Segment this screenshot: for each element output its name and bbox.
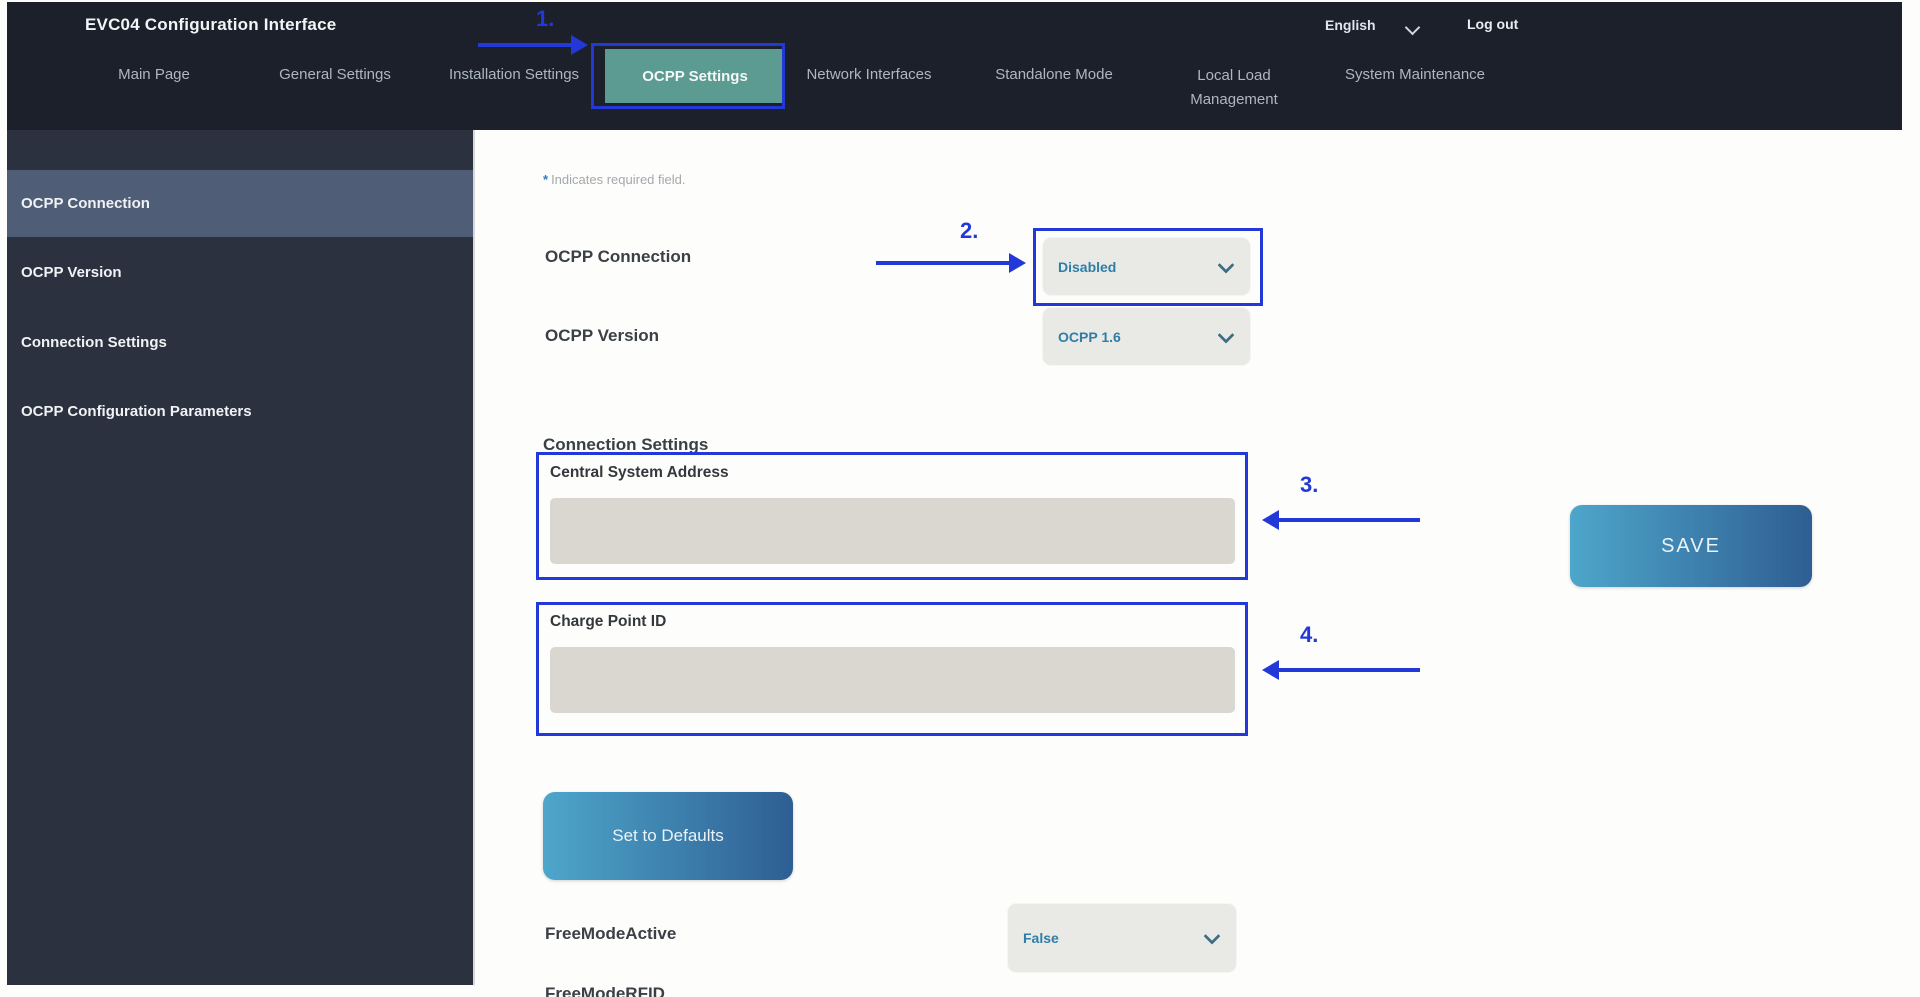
chevron-down-icon[interactable] — [1404, 19, 1421, 38]
required-note-text: Indicates required field. — [551, 172, 686, 187]
page-title: EVC04 Configuration Interface — [85, 15, 337, 34]
sidebar-item-connection-settings[interactable]: Connection Settings — [7, 309, 473, 376]
charge-point-id-input[interactable] — [550, 647, 1235, 713]
ocpp-version-select[interactable]: OCPP 1.6 — [1043, 308, 1250, 365]
chevron-down-icon — [1217, 326, 1235, 344]
tab-installation-settings[interactable]: Installation Settings — [448, 66, 580, 83]
sidebar-item-label: OCPP Connection — [21, 195, 150, 212]
required-field-note: *Indicates required field. — [543, 172, 685, 187]
tab-system-maintenance[interactable]: System Maintenance — [1344, 66, 1486, 83]
sidebar-item-ocpp-version[interactable]: OCPP Version — [7, 239, 473, 306]
tab-general-settings[interactable]: General Settings — [279, 66, 391, 83]
language-selector-label: English — [1325, 17, 1376, 33]
annotation-number-2: 2. — [960, 218, 979, 243]
free-mode-active-selected-value: False — [1023, 930, 1059, 946]
free-mode-active-select[interactable]: False — [1008, 904, 1236, 972]
top-header-bar: EVC04 Configuration Interface English Lo… — [7, 2, 1902, 130]
ocpp-version-label: OCPP Version — [545, 326, 660, 345]
ocpp-version-selected-value: OCPP 1.6 — [1058, 328, 1121, 345]
tab-ocpp-settings-label: OCPP Settings — [642, 67, 748, 85]
sidebar-item-ocpp-connection[interactable]: OCPP Connection — [7, 170, 473, 237]
sidebar-nav: OCPP Connection OCPP Version Connection … — [7, 130, 475, 985]
ocpp-connection-selected-value: Disabled — [1058, 258, 1117, 275]
tab-standalone-mode[interactable]: Standalone Mode — [995, 66, 1113, 83]
charge-point-id-label: Charge Point ID — [550, 613, 667, 630]
tab-local-load-management[interactable]: Local Load Management — [1190, 67, 1278, 108]
annotation-arrow-3 — [1262, 510, 1420, 530]
sidebar-item-label: OCPP Configuration Parameters — [21, 403, 252, 420]
language-selector[interactable]: English — [1325, 17, 1376, 33]
central-system-address-input[interactable] — [550, 498, 1235, 564]
required-asterisk: * — [543, 172, 549, 187]
annotation-number-3: 3. — [1300, 472, 1319, 497]
ocpp-connection-select[interactable]: Disabled — [1043, 238, 1250, 295]
ocpp-connection-label: OCPP Connection — [545, 247, 692, 266]
annotation-arrow-2 — [876, 253, 1026, 273]
annotation-number-4: 4. — [1300, 622, 1319, 647]
save-button[interactable]: SAVE — [1570, 505, 1812, 587]
sidebar-item-label: OCPP Version — [21, 264, 122, 281]
chevron-down-icon — [1203, 927, 1221, 945]
chevron-down-icon — [1217, 256, 1235, 274]
central-system-address-label: Central System Address — [550, 464, 729, 481]
sidebar-item-label: Connection Settings — [21, 334, 167, 351]
tab-ocpp-settings[interactable]: OCPP Settings — [605, 49, 785, 103]
tab-main-page[interactable]: Main Page — [118, 66, 190, 83]
logout-button[interactable]: Log out — [1467, 16, 1519, 32]
tab-network-interfaces[interactable]: Network Interfaces — [806, 66, 932, 83]
set-to-defaults-button[interactable]: Set to Defaults — [543, 792, 793, 880]
sidebar-item-ocpp-configuration-parameters[interactable]: OCPP Configuration Parameters — [7, 378, 473, 445]
free-mode-rfid-label: FreeModeRFID — [545, 984, 665, 997]
connection-settings-heading: Connection Settings — [543, 435, 709, 454]
free-mode-active-label: FreeModeActive — [545, 924, 677, 943]
annotation-arrow-4 — [1262, 660, 1420, 680]
